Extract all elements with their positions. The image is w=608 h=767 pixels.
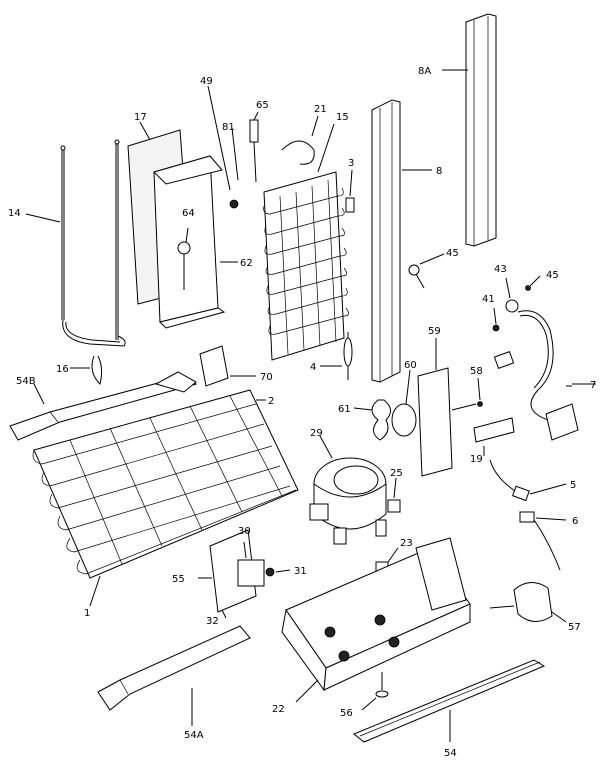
callout-25: 25 [390,468,403,479]
part-29-compressor [309,435,387,545]
part-59-60-61-fan-assembly [353,338,515,477]
callout-45-right: 45 [546,270,559,281]
callout-43: 43 [494,264,507,275]
part-4-drier [320,332,353,380]
callout-16: 16 [56,364,69,375]
part-54A-brace [97,625,251,726]
callout-70: 70 [260,372,273,383]
part-15-evaporator-coil [263,123,355,361]
part-1-condenser-coil [32,389,299,607]
callout-49: 49 [200,76,213,87]
callout-1: 1 [84,608,90,619]
callout-32: 32 [206,616,219,627]
part-8A-bracket [442,13,497,247]
callout-54A: 54A [184,730,204,741]
callout-55: 55 [172,574,185,585]
callout-3: 3 [348,158,354,169]
callout-6: 6 [572,516,578,527]
callout-31: 31 [294,566,307,577]
callout-57: 57 [568,622,581,633]
part-70-bracket [199,345,256,387]
callout-61: 61 [338,404,351,415]
callout-7: 7 [590,380,596,391]
callout-30: 30 [238,526,251,537]
part-16-clip [70,355,103,385]
callout-59: 59 [428,326,441,337]
part-14-tubes [25,139,126,347]
callout-8: 8 [436,166,442,177]
callout-14: 14 [8,208,21,219]
part-57-cover [513,582,567,623]
part-62-duct [153,155,238,329]
callout-60: 60 [404,360,417,371]
callout-64: 64 [182,208,195,219]
callout-2: 2 [268,396,274,407]
callout-8A: 8A [418,66,431,77]
part-7-power-cord [492,275,596,441]
callout-45-upper: 45 [446,248,459,259]
part-49-81-fasteners [207,85,239,209]
part-54B-brace [9,371,198,441]
part-5-6-harness [489,459,567,571]
part-65-21-sensors [249,111,319,183]
callout-15: 15 [336,112,349,123]
part-8-bracket [371,99,432,383]
callout-22: 22 [272,704,285,715]
callout-19: 19 [470,454,483,465]
callout-54B: 54B [16,376,36,387]
part-22-base-tray [281,537,515,711]
callout-54: 54 [444,748,457,759]
callout-56: 56 [340,708,353,719]
callout-5: 5 [570,480,576,491]
part-45-screw [408,253,445,289]
callout-29: 29 [310,428,323,439]
callout-58: 58 [470,366,483,377]
callout-21: 21 [314,104,327,115]
callout-4: 4 [310,362,316,373]
callout-65: 65 [256,100,269,111]
callout-labels: 8A 49 65 21 15 17 81 3 8 14 64 62 45 43 … [8,66,596,759]
callout-62: 62 [240,258,253,269]
callout-41: 41 [482,294,495,305]
part-54-brace [353,659,546,743]
part-30-31-32-55-relay [198,529,291,619]
callout-23: 23 [400,538,413,549]
callout-81: 81 [222,122,235,133]
callout-17: 17 [134,112,147,123]
